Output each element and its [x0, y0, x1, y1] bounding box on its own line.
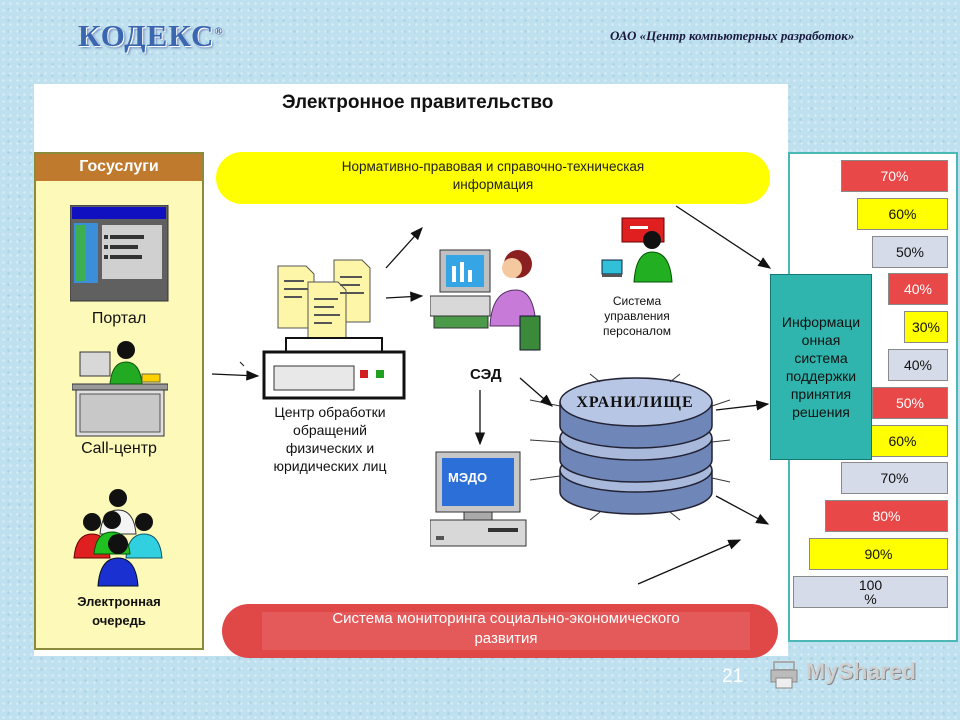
arrow-gos-to-center — [211, 370, 260, 381]
company-name: ОАО «Центр компьютерных разработок» — [610, 28, 855, 43]
monitoring-bar-inner — [262, 612, 750, 650]
storage-icon — [530, 373, 730, 521]
medo-computer-icon — [430, 451, 527, 547]
percent-bar: 90% — [809, 538, 948, 570]
normative-info-label: Нормативно-правовая и справочно-техничес… — [341, 159, 645, 192]
people-queue-icon — [73, 489, 163, 587]
medo-label: МЭДО — [448, 470, 488, 485]
diagram-title: Электронное правительство — [282, 92, 554, 113]
storage-label: ХРАНИЛИЩЕ — [576, 394, 694, 411]
call-center-label: Call-центр — [81, 440, 157, 457]
percent-bar: 50% — [872, 387, 948, 419]
arrow-monitoring-to-percent — [637, 539, 742, 585]
arrow-normative-to-isppr — [675, 205, 772, 269]
arrow-docs-to-sed — [385, 291, 424, 302]
percent-bar: 70% — [841, 160, 948, 192]
sed-label: СЭД — [470, 366, 502, 383]
percent-bar: 80% — [825, 500, 948, 532]
percent-bar: 70% — [841, 462, 948, 494]
page-number: 21 — [722, 666, 744, 687]
arrow-sed-to-storage — [519, 377, 553, 407]
percent-bar: 100 % — [793, 576, 948, 608]
portal-label: Портал — [91, 310, 147, 327]
percent-bar: 60% — [857, 198, 948, 230]
percent-bar: 40% — [888, 349, 948, 381]
documents-icon — [277, 259, 371, 339]
call-center-icon — [72, 341, 168, 437]
portal-icon — [70, 205, 169, 302]
processing-center-device-icon — [262, 337, 406, 400]
percent-bar: 40% — [888, 273, 948, 305]
gosuslugi-heading: Госуслуги — [36, 154, 202, 181]
monitoring-label: Система мониторинга социально-экономичес… — [332, 610, 680, 647]
arrow-up-to-normative — [385, 227, 423, 269]
myshared-watermark: MyShared — [806, 658, 916, 684]
percent-bar: 50% — [872, 236, 948, 268]
percent-bar: 30% — [904, 311, 948, 343]
normative-info-bar — [216, 152, 770, 204]
sed-operator-icon — [430, 249, 541, 351]
arrow-storage-to-isppr — [715, 400, 770, 411]
kodeks-logo: КОДЕКС® — [78, 18, 224, 53]
arrow-storage-out — [715, 495, 770, 525]
printer-watermark-icon — [770, 661, 798, 689]
personnel-system-icon — [601, 217, 673, 283]
